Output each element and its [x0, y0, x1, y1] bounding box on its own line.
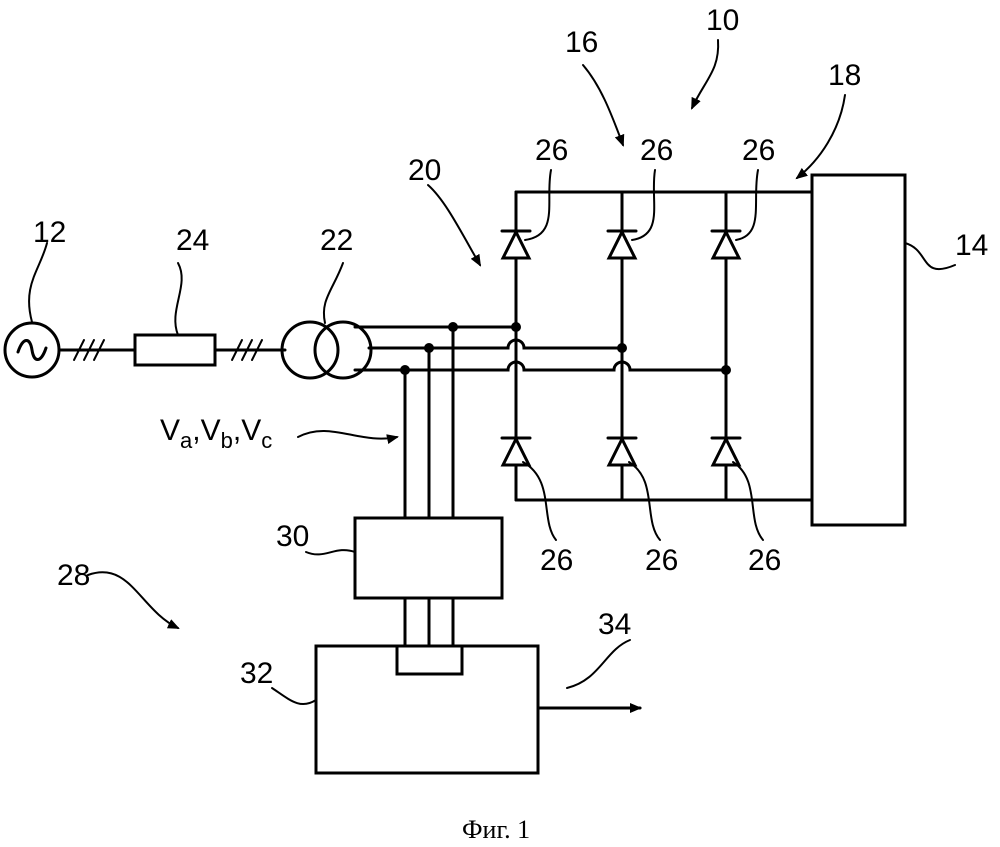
- label-12: 12: [33, 216, 66, 249]
- figure-caption: Фиг. 1: [462, 815, 530, 844]
- label-26-top-2: 26: [640, 134, 673, 167]
- measurement-block: [355, 518, 502, 598]
- phase-lines: [355, 327, 726, 518]
- label-10: 10: [706, 4, 739, 37]
- three-phase-mark-1: [74, 340, 104, 360]
- label-30: 30: [276, 520, 309, 553]
- label-26-top-1: 26: [535, 134, 568, 167]
- diode-lower-1: [502, 438, 530, 465]
- voltage-label: Va,Vb,Vc: [160, 414, 272, 453]
- diode-lower-3: [712, 438, 740, 465]
- bus-lines: [405, 598, 453, 648]
- label-26-bottom-2: 26: [645, 544, 678, 577]
- label-14: 14: [955, 229, 988, 262]
- diode-upper-1: [502, 231, 530, 258]
- diode-upper-2: [608, 231, 636, 258]
- label-26-bottom-1: 26: [540, 544, 573, 577]
- label-18: 18: [828, 59, 861, 92]
- label-16: 16: [565, 26, 598, 59]
- rectifier-bridge: [516, 192, 812, 500]
- label-34: 34: [598, 608, 631, 641]
- label-22: 22: [320, 224, 353, 257]
- label-28: 28: [57, 559, 90, 592]
- label-32: 32: [240, 657, 273, 690]
- filter-block: [135, 335, 215, 365]
- label-26-top-3: 26: [742, 134, 775, 167]
- input-port: [397, 646, 462, 674]
- ac-source: [5, 323, 59, 377]
- diode-lower-2: [608, 438, 636, 465]
- label-20: 20: [408, 154, 441, 187]
- three-phase-mark-2: [232, 340, 262, 360]
- load-block: [812, 175, 905, 525]
- label-24: 24: [176, 224, 209, 257]
- diode-upper-3: [712, 231, 740, 258]
- label-26-bottom-3: 26: [748, 544, 781, 577]
